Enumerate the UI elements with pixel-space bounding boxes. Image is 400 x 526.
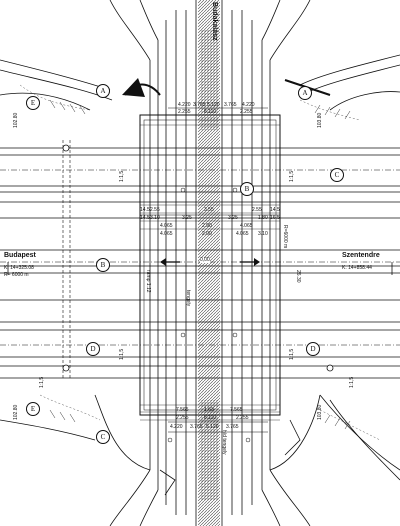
elev-label-3: 103.80	[317, 404, 323, 420]
bottom-ramps	[0, 394, 400, 526]
dim-bottom-1: 1.63	[204, 407, 214, 413]
slope-label-0: 1:1,5	[119, 170, 125, 182]
slope-label-5: 1:1,5	[349, 376, 355, 388]
dim-mid4-3: 3.10	[258, 231, 268, 237]
dim-mid3-0: 3.10	[150, 215, 160, 221]
pier-label: 0,00	[200, 257, 210, 263]
section-marker-e-left: E	[26, 96, 40, 110]
slope-label-2: 1:1,5	[119, 348, 125, 360]
dim-mid4-2: 4.065	[236, 231, 249, 237]
section-marker-d-right: D	[306, 342, 320, 356]
dim-bottom2-1: 8.110	[204, 415, 217, 421]
dim-mid4-1: 2.00	[202, 231, 212, 237]
road-top-label: Budakalász	[211, 2, 218, 41]
elev-label-1: 102.80	[13, 404, 19, 420]
section-marker-b-right: B	[240, 182, 254, 196]
dim-mid-0: 2.55	[150, 207, 160, 213]
elev-label-0: 102.80	[13, 112, 19, 128]
dim-top2-2: 2.255	[240, 109, 253, 115]
dim-bottom3-3: 3.765	[226, 424, 239, 430]
left-radius-label: R= 6000 m	[4, 272, 29, 278]
dim-bottom3-2: 5.120	[206, 424, 219, 430]
dim-bottom-0: 7.565	[176, 407, 189, 413]
dim-bottom3-0: 4.220	[170, 424, 183, 430]
section-marker-d-left: D	[86, 342, 100, 356]
axis-note-label: híd tengely	[221, 430, 227, 455]
dim-bottom2-2: 2.255	[236, 415, 249, 421]
dim-mid3-3: 1.80	[258, 215, 268, 221]
section-marker-b-left: B	[96, 258, 110, 272]
section-marker-a-top: A	[96, 84, 110, 98]
side-dim-1: 16.5	[270, 215, 280, 221]
side-dim-2: 14.5	[140, 207, 150, 213]
slope-label-3: 1:1,5	[289, 348, 295, 360]
left-place-label: Budapest	[4, 252, 36, 259]
centerline-label: tengely	[185, 290, 191, 307]
central-median-hatch	[198, 0, 220, 526]
dim-top-1: 3.765	[193, 102, 206, 108]
section-marker-a-right: A	[298, 86, 312, 100]
dim-mid-2: 2.55	[252, 207, 262, 213]
bridge-span-label: 26.30	[295, 270, 301, 283]
dim-mid2-2: 4.065	[240, 223, 253, 229]
section-marker-c-right: C	[330, 168, 344, 182]
left-station-label: K. 14+325.08	[4, 265, 34, 271]
dim-top2-0: 2.255	[178, 109, 191, 115]
dim-top-2: 5.120	[207, 102, 220, 108]
right-station-label: K. 14+858.44	[342, 265, 372, 271]
dim-top-3: 3.765	[224, 102, 237, 108]
dim-top2-1: 8.110	[204, 109, 217, 115]
ramp-label: ramp 1:12	[145, 270, 151, 293]
elev-label-2: 103.80	[317, 112, 323, 128]
dim-mid-1: 3.55	[204, 207, 214, 213]
slope-label-4: 1:1,5	[39, 376, 45, 388]
section-marker-c-bottom: C	[96, 430, 110, 444]
side-dim-0: 14.5	[270, 207, 280, 213]
slope-label-1: 1:1,5	[289, 170, 295, 182]
side-dim-3: 14.5	[140, 215, 150, 221]
dim-mid2-1: 2.90	[202, 223, 212, 229]
dim-top-0: 4.220	[178, 102, 191, 108]
section-marker-e-bottom: E	[26, 402, 40, 416]
dim-mid3-1: 3.25	[182, 215, 192, 221]
radius-label: R=6000 m	[282, 225, 288, 249]
dim-top-4: 4.220	[242, 102, 255, 108]
right-place-label: Szentendre	[342, 252, 380, 259]
dim-bottom2-0: 2.255	[176, 415, 189, 421]
dim-mid3-2: 3.25	[228, 215, 238, 221]
dim-bottom-2: 7.565	[230, 407, 243, 413]
dim-mid4-0: 4.065	[160, 231, 173, 237]
dim-bottom3-1: 3.765	[190, 424, 203, 430]
dim-mid2-0: 4.065	[160, 223, 173, 229]
